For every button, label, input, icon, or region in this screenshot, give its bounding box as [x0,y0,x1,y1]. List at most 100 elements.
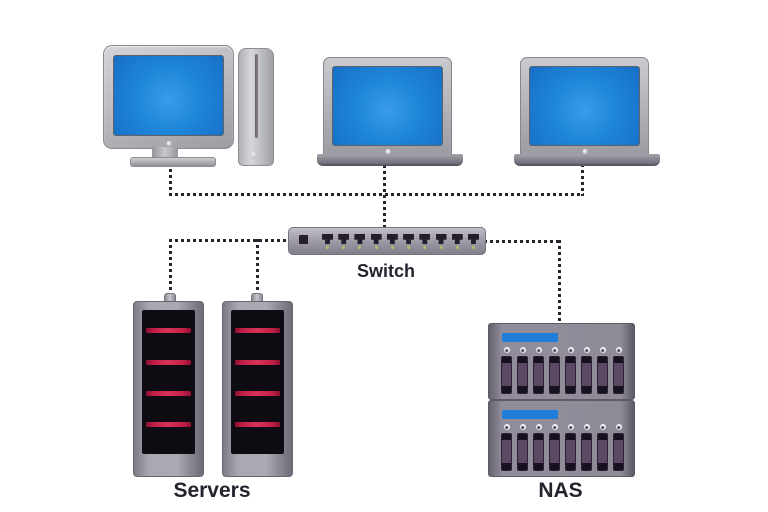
cable-laptop1-to-switch [383,165,386,227]
bay-slot [533,433,544,471]
cable-switch-to-nas [484,240,561,243]
laptop-base [317,154,463,166]
drive-bay-icon [565,347,576,394]
rj45-port-icon [322,234,333,249]
bay-led-icon [567,347,574,353]
bay-led-icon [615,424,622,430]
drive-stripe-icon [235,328,280,333]
nas-unit [488,400,635,477]
bay-slot [533,356,544,394]
nas-unit [488,323,635,400]
nas-blue-bar-icon [502,333,558,342]
rj45-port-icon [371,234,382,249]
laptop-screen [332,66,443,146]
webcam-icon [385,149,390,154]
drive-bay-icon [597,424,608,471]
server-chassis [222,301,293,477]
bay-slot [517,356,528,394]
drive-bay-icon [581,424,592,471]
bay-led-icon [551,424,558,430]
bay-led-icon [583,424,590,430]
switch-label: Switch [356,261,415,281]
drive-bay-icon [549,347,560,394]
drive-bay-icon [501,347,512,394]
drive-bay-icon [581,347,592,394]
drive-bay-icon [517,424,528,471]
bay-slot [501,433,512,471]
bay-slot [581,356,592,394]
bay-led-icon [615,347,622,353]
drive-bay-icon [549,424,560,471]
server-front-panel [142,310,195,454]
monitor-screen [113,55,224,136]
laptop-screen-frame [520,57,649,157]
drive-stripe-icon [235,391,280,396]
monitor-stand-base [130,157,216,167]
bay-slot [565,433,576,471]
bay-led-icon [519,424,526,430]
bay-led-icon [583,347,590,353]
nas-label: NAS [538,479,583,502]
rj45-port-icon [338,234,349,249]
monitor-stand-neck [152,147,178,160]
bay-slot [517,433,528,471]
laptop-screen [529,66,640,146]
bay-slot [597,356,608,394]
nas-blue-bar-icon [502,410,558,419]
bay-led-icon [503,424,510,430]
monitor-frame [103,45,234,149]
drive-bay-icon [565,424,576,471]
drive-bay-icon [613,424,624,471]
rj45-port-icon [354,234,365,249]
power-led-icon [166,141,171,146]
cable-switch-to-servers [169,239,288,242]
rj45-port-icon [387,234,398,249]
drive-bay-icon [501,424,512,471]
network-switch-icon [288,227,486,255]
drive-bay-row [501,424,624,471]
drive-bay-icon [597,347,608,394]
drive-stripe-icon [146,391,191,396]
power-button-icon [250,151,258,159]
servers-label: Servers [173,479,251,502]
webcam-icon [582,149,587,154]
drive-slot-icon [255,54,258,138]
bay-slot [581,433,592,471]
laptop-base [514,154,660,166]
drive-stripe-icon [235,360,280,365]
port-row [322,234,479,249]
bay-led-icon [599,424,606,430]
drive-bay-icon [613,347,624,394]
bay-led-icon [519,347,526,353]
rj45-port-icon [436,234,447,249]
laptop-screen-frame [323,57,452,157]
rj45-port-icon [452,234,463,249]
bay-led-icon [535,347,542,353]
bay-slot [613,433,624,471]
bay-led-icon [503,347,510,353]
drive-stripe-icon [235,422,280,427]
cable-desktop-drop [169,163,172,196]
bay-slot [501,356,512,394]
bay-led-icon [599,347,606,353]
rj45-port-icon [419,234,430,249]
server-chassis [133,301,204,477]
drive-bay-row [501,347,624,394]
drive-bay-icon [517,347,528,394]
rj45-port-icon [403,234,414,249]
cable-laptop2-drop [581,164,584,196]
uplink-port-icon [299,235,308,244]
drive-stripe-icon [146,328,191,333]
server-front-panel [231,310,284,454]
cable-nas-drop [558,240,561,323]
bay-slot [597,433,608,471]
cable-server1-drop [169,239,172,294]
rj45-port-icon [468,234,479,249]
bay-slot [549,356,560,394]
bay-led-icon [551,347,558,353]
bay-slot [565,356,576,394]
cable-top-bus [169,193,584,196]
pc-tower [238,48,274,166]
bay-led-icon [567,424,574,430]
